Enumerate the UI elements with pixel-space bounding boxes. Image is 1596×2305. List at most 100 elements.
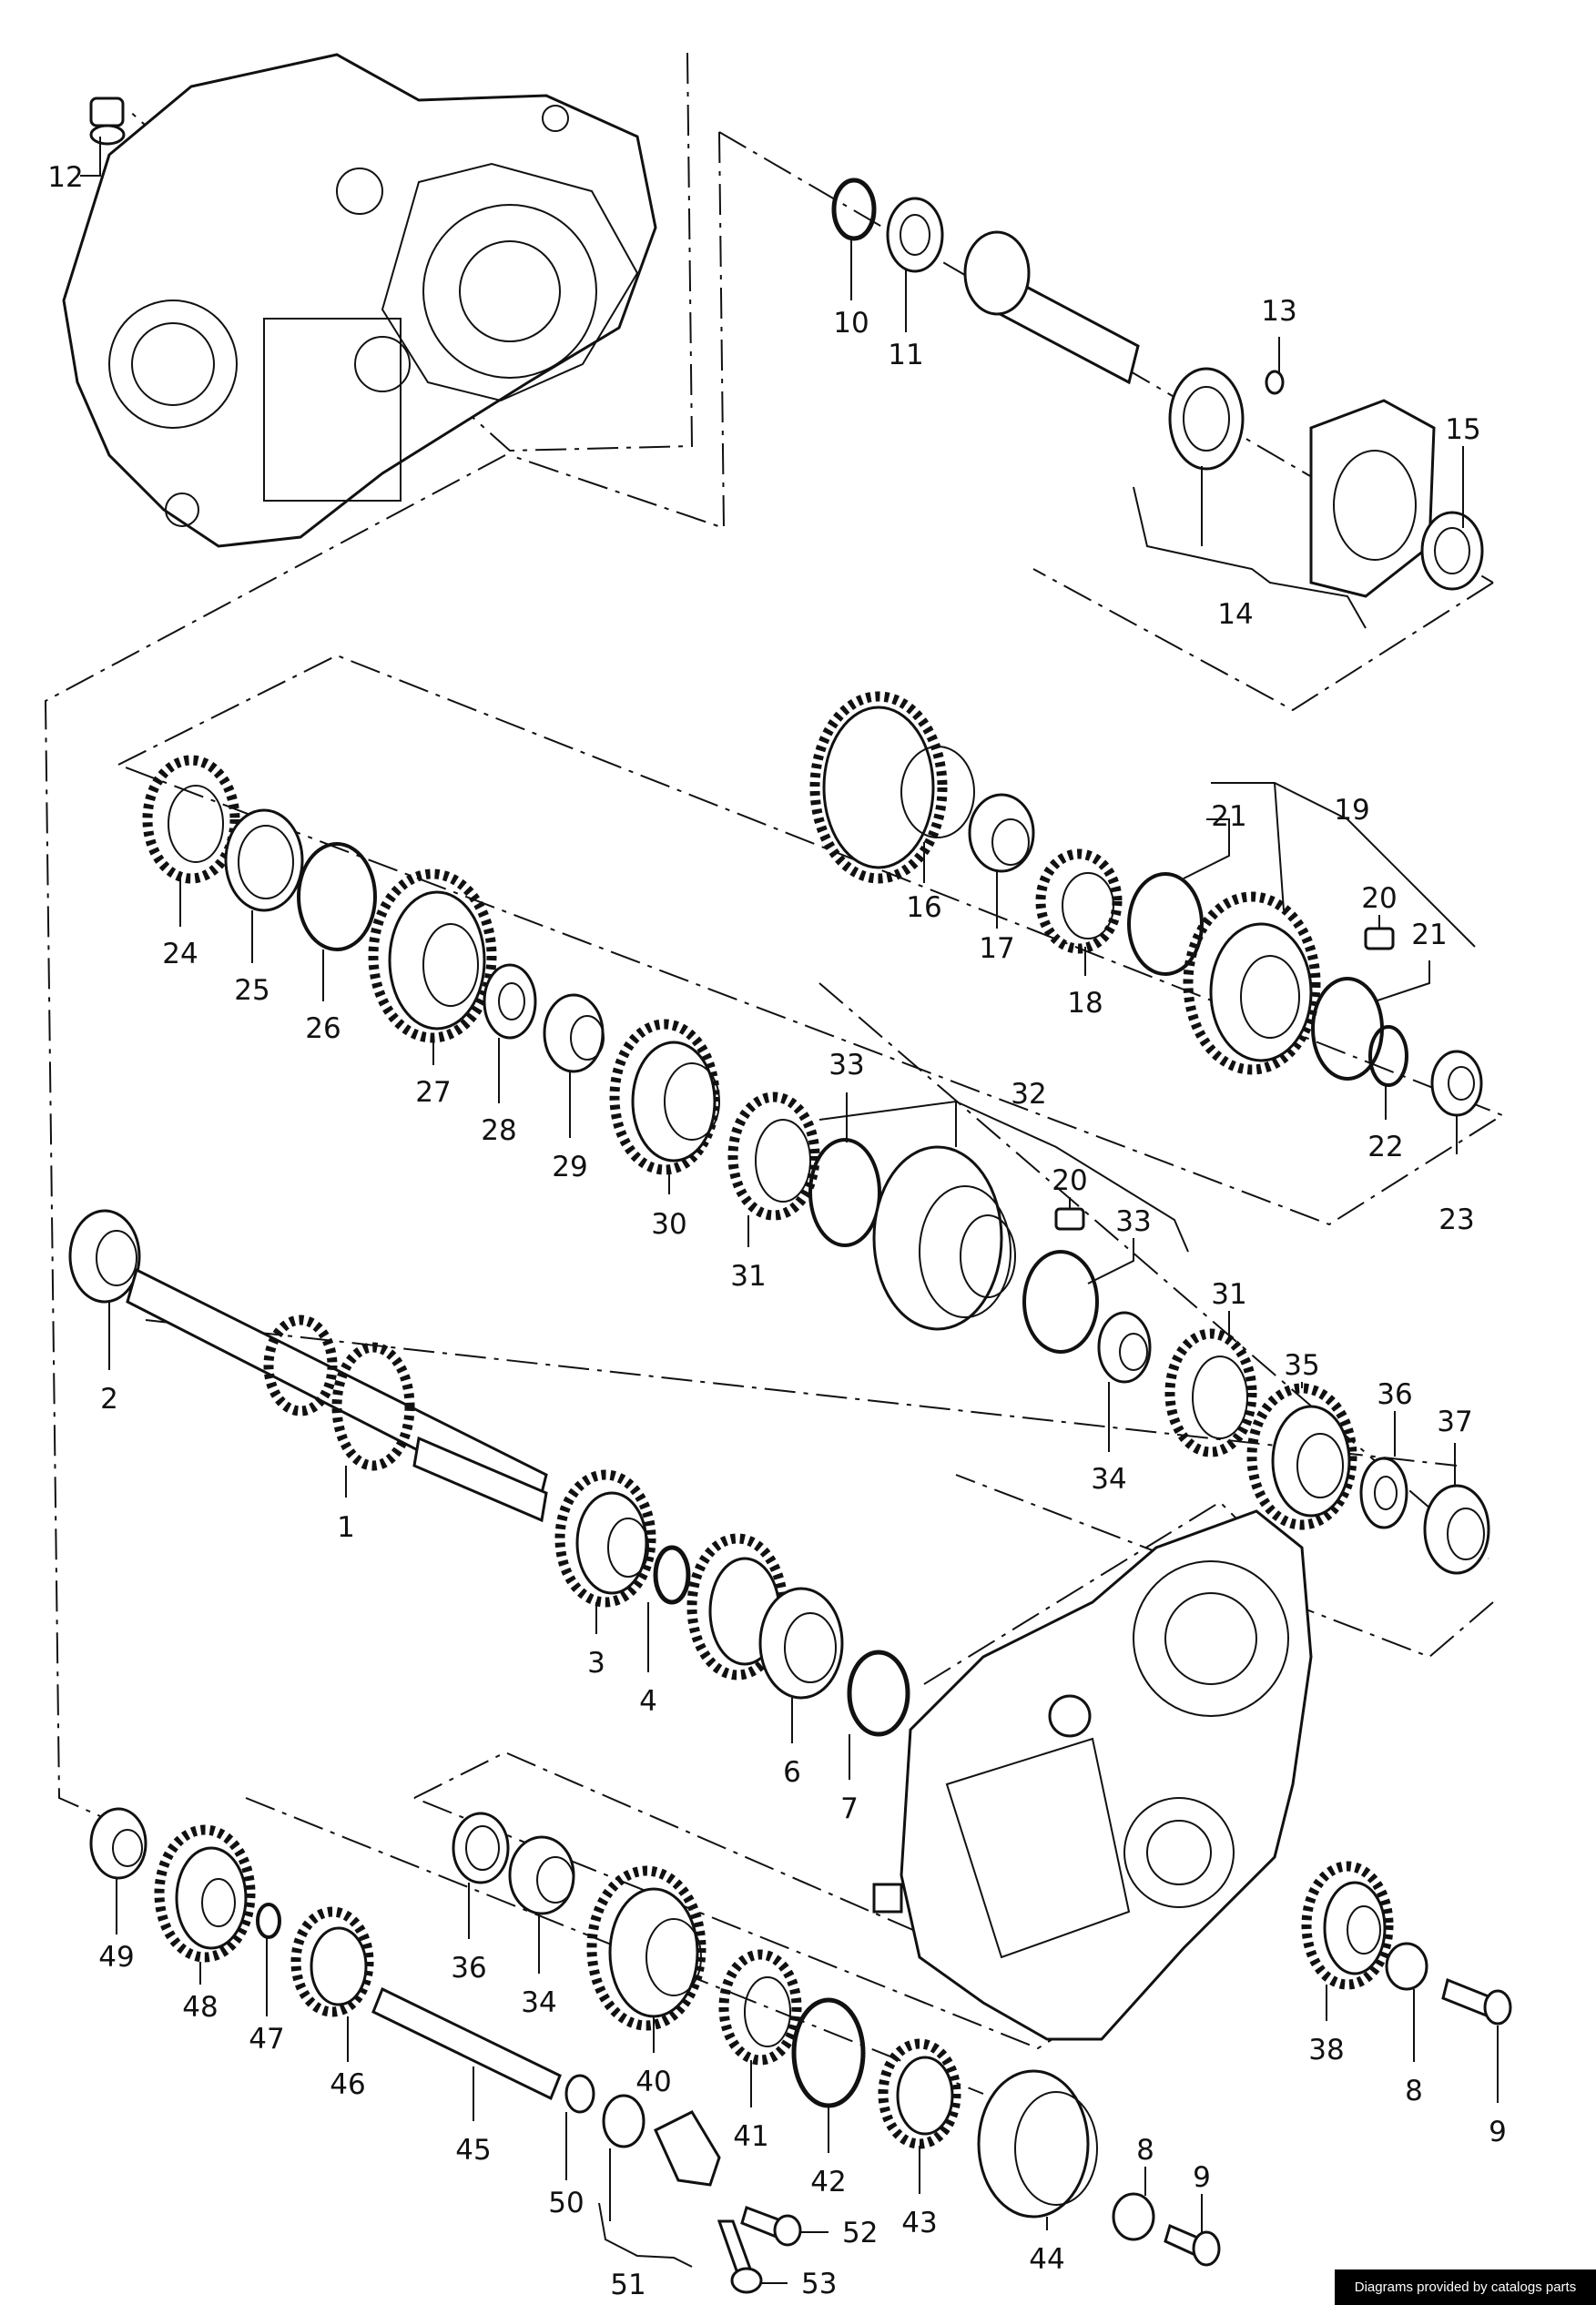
callout-31: 31	[1211, 1278, 1246, 1311]
callout-3: 3	[587, 1647, 605, 1680]
part-2-bearing	[68, 1209, 141, 1304]
part-10-circlip	[831, 178, 877, 241]
part-22-circlip	[1368, 1025, 1408, 1087]
callout-4: 4	[639, 1685, 657, 1718]
part-50-washer	[564, 2074, 595, 2114]
callout-45: 45	[455, 2134, 491, 2167]
callout-33: 33	[828, 1049, 864, 1081]
callout-34: 34	[1091, 1463, 1126, 1496]
part-46-gear	[290, 1906, 374, 2017]
gearbox-housing-bottom	[872, 1509, 1313, 2041]
callout-46: 46	[330, 2068, 365, 2101]
part-28-washer	[483, 963, 537, 1040]
callout-49: 49	[98, 1941, 134, 1974]
part-17-needle-bearing	[968, 793, 1035, 873]
callout-16: 16	[906, 891, 941, 924]
part-9-bolt	[1164, 1977, 1512, 2267]
callout-8: 8	[1136, 2134, 1154, 2167]
callout-17: 17	[979, 932, 1014, 965]
part-shaft-top	[963, 230, 1140, 385]
part-31-synchro-ring	[727, 1092, 820, 1221]
part-47-circlip	[256, 1903, 281, 1939]
callout-2: 2	[100, 1383, 118, 1416]
callout-50: 50	[548, 2187, 584, 2219]
part-27-gear	[368, 868, 497, 1043]
part-45-shaft	[371, 1986, 562, 2101]
part-31b-synchro-ring	[1164, 1328, 1257, 1457]
callout-37: 37	[1437, 1406, 1472, 1438]
callout-9: 9	[1489, 2116, 1507, 2148]
part-48-gear	[154, 1824, 256, 1963]
callout-30: 30	[651, 1208, 686, 1241]
part-4-circlip	[653, 1545, 691, 1605]
callout-20: 20	[1361, 882, 1397, 915]
part-15-seal	[1420, 511, 1484, 591]
callout-48: 48	[182, 1991, 218, 2024]
part-24-synchro-ring	[142, 755, 240, 884]
part-38-gear	[1301, 1861, 1394, 1990]
callout-18: 18	[1067, 987, 1103, 1020]
part-13-washer	[1265, 370, 1285, 395]
watermark-caption: Diagrams provided by catalogs parts	[1335, 2269, 1596, 2305]
part-3-gear	[554, 1469, 656, 1608]
callout-19: 19	[1334, 794, 1369, 827]
part-30-gear	[609, 1019, 720, 1175]
callout-51: 51	[610, 2269, 646, 2301]
part-44-sleeve	[977, 2069, 1098, 2219]
part-32-synchro-assembly	[872, 1145, 1016, 1331]
callout-20: 20	[1052, 1164, 1087, 1197]
part-36b-washer	[452, 1812, 510, 1884]
callout-labels: 1 2 3 4 6 7 8 8 9 9 10 11 12 13 14 15 16…	[47, 161, 1507, 2301]
part-41-synchro-ring	[718, 1949, 802, 2066]
callout-42: 42	[810, 2166, 846, 2198]
part-23-needle-bearing	[1430, 1050, 1483, 1117]
part-43-gear	[878, 2038, 961, 2149]
part-52-bolt	[740, 2206, 802, 2247]
callout-11: 11	[888, 339, 923, 371]
callout-9: 9	[1193, 2161, 1211, 2194]
callout-36: 36	[1377, 1378, 1412, 1411]
part-37-bearing	[1423, 1484, 1490, 1575]
callout-13: 13	[1261, 295, 1296, 328]
callout-35: 35	[1284, 1349, 1319, 1382]
part-6-bearing	[758, 1587, 844, 1700]
part-42-circlip	[791, 1997, 866, 2108]
callout-32: 32	[1011, 1078, 1046, 1111]
part-36-washer	[1359, 1457, 1408, 1529]
callout-27: 27	[415, 1076, 451, 1109]
part-40-gear	[586, 1865, 707, 2031]
callout-25: 25	[234, 974, 269, 1007]
callout-38: 38	[1308, 2034, 1344, 2066]
callout-23: 23	[1438, 1203, 1474, 1236]
gearbox-housing-top	[62, 53, 657, 548]
callout-12: 12	[47, 161, 83, 194]
callout-21: 21	[1211, 800, 1246, 833]
callout-33: 33	[1115, 1205, 1151, 1238]
callout-28: 28	[481, 1114, 516, 1147]
callout-34: 34	[521, 1986, 556, 2019]
callout-1: 1	[337, 1511, 355, 1544]
callout-29: 29	[552, 1151, 587, 1183]
part-18-synchro-ring	[1035, 848, 1123, 954]
callout-41: 41	[733, 2120, 768, 2153]
leader-lines	[80, 137, 1499, 2284]
callout-8: 8	[1405, 2075, 1423, 2107]
part-16-gear	[809, 691, 975, 884]
callout-15: 15	[1445, 413, 1480, 446]
callout-6: 6	[783, 1756, 801, 1789]
part-12-nut	[89, 96, 126, 146]
part-34b-needle-bearing	[508, 1835, 575, 1915]
callout-14: 14	[1217, 598, 1253, 631]
callout-24: 24	[162, 938, 198, 970]
callout-10: 10	[833, 307, 869, 340]
callout-53: 53	[801, 2268, 837, 2300]
callout-22: 22	[1367, 1131, 1403, 1163]
callout-36: 36	[451, 1952, 486, 1985]
callout-47: 47	[249, 2023, 284, 2056]
part-20-key	[1364, 927, 1395, 950]
part-8-washer	[1112, 1942, 1428, 2241]
part-7-circlip	[847, 1650, 910, 1737]
callout-43: 43	[901, 2207, 937, 2239]
part-49-bearing	[89, 1807, 147, 1880]
callout-40: 40	[635, 2066, 671, 2098]
